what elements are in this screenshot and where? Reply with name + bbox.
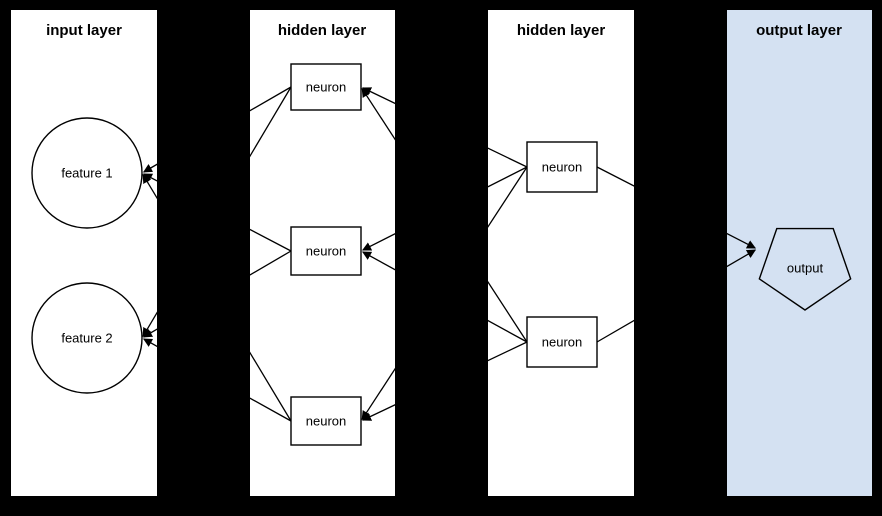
node-label: output — [787, 260, 824, 275]
node-input-0[interactable]: feature 1 — [31, 117, 143, 229]
node-label: feature 2 — [61, 330, 112, 345]
node-rect — [290, 396, 362, 446]
layer-panel-hidden2 — [488, 10, 634, 496]
node-label: neuron — [306, 413, 346, 428]
node-hidden1-0[interactable]: neuron — [290, 63, 362, 111]
node-circle — [31, 117, 143, 229]
node-hidden1-2[interactable]: neuron — [290, 396, 362, 446]
node-rect — [526, 141, 598, 193]
node-label: neuron — [542, 334, 582, 349]
node-circle — [31, 282, 143, 394]
node-label: neuron — [306, 243, 346, 258]
node-output-0[interactable]: output — [758, 227, 852, 311]
node-input-1[interactable]: feature 2 — [31, 282, 143, 394]
layer-title-output: output layer — [756, 22, 842, 39]
gap-mask-2 — [634, 0, 727, 516]
node-rect — [290, 63, 362, 111]
node-label: feature 1 — [61, 165, 112, 180]
gap-mask-0 — [157, 0, 250, 516]
layer-titles: input layer hidden layer hidden layer outpu… — [46, 22, 842, 39]
node-label: neuron — [306, 79, 346, 94]
node-hidden2-0[interactable]: neuron — [526, 141, 598, 193]
layer-panel-input — [11, 10, 157, 496]
node-rect — [290, 226, 362, 276]
connections — [142, 0, 757, 516]
layer-title-input: input layer — [46, 22, 122, 39]
gap-mask-1 — [395, 0, 488, 516]
node-label: neuron — [542, 159, 582, 174]
layer-title-hidden1: hidden layer — [278, 22, 367, 39]
node-hidden1-1[interactable]: neuron — [290, 226, 362, 276]
node-hidden2-1[interactable]: neuron — [526, 316, 598, 368]
layer-title-hidden2: hidden layer — [517, 22, 606, 39]
node-rect — [526, 316, 598, 368]
nodes: feature 1 feature 2 neuron neuron neuron neur… — [31, 63, 852, 446]
node-pentagon — [758, 227, 852, 311]
layer-panel-output — [727, 10, 872, 496]
